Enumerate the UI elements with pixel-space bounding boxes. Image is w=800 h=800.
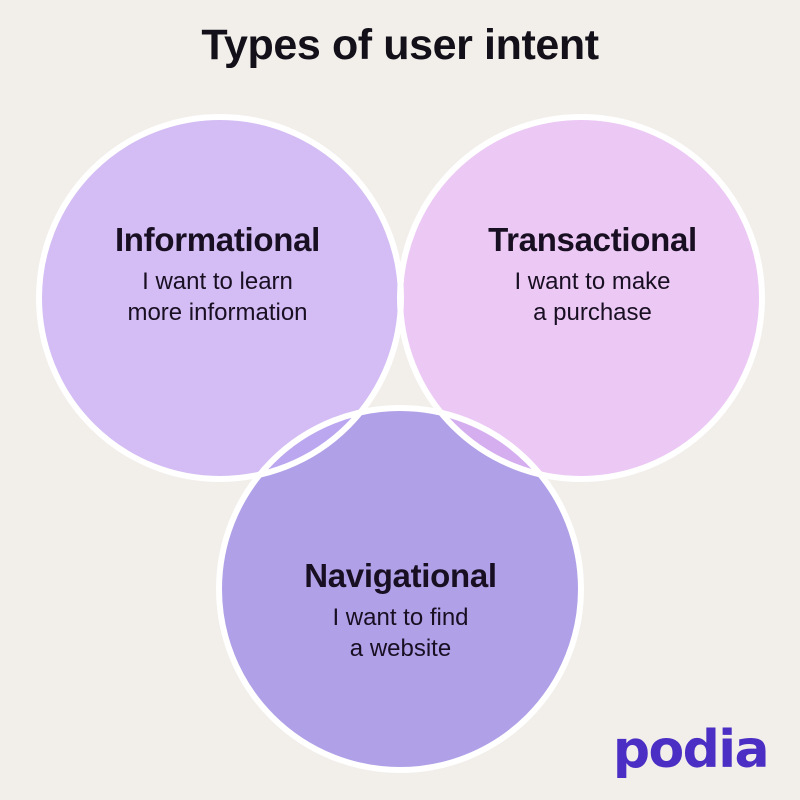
venn-circle-transactional: [400, 117, 762, 479]
venn-circle-informational: [39, 117, 401, 479]
venn-outline-navigational: [216, 405, 584, 773]
venn-outline-transactional: [397, 114, 765, 482]
page-title: Types of user intent: [201, 21, 599, 69]
podia-logo: podia: [612, 720, 770, 780]
venn-circle-navigational: [219, 408, 581, 770]
